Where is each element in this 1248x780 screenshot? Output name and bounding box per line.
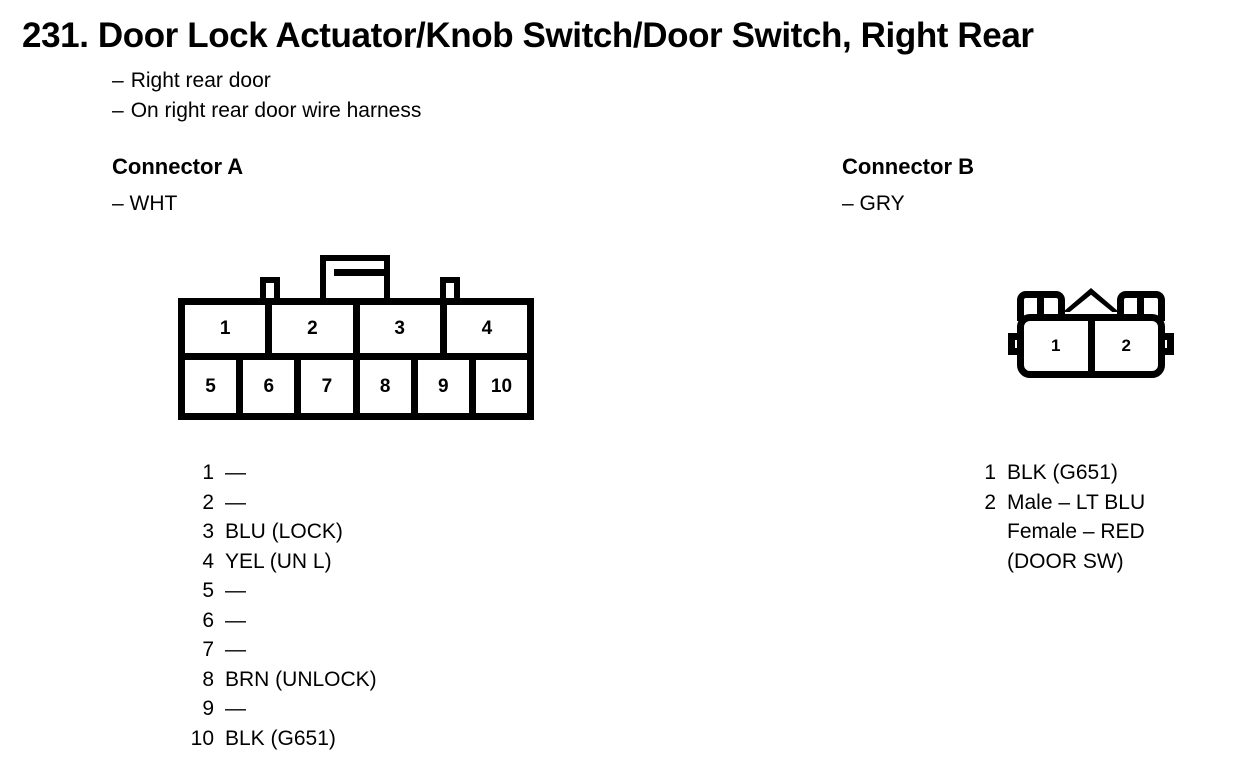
page-note-item: –Right rear door [112,66,421,96]
pin-value: — [225,638,246,661]
connector-a-left-tab-icon [260,277,280,300]
pin-value-continuation: (DOOR SW) [1007,549,1124,573]
pin-value-continuation: Female – RED [1007,520,1145,543]
pin-value: — [225,608,246,632]
connector-a-pin-cell: 6 [243,360,302,413]
pin-number: 2 [202,490,214,514]
connector-b-right-ear-slot [1137,295,1144,321]
connector-a-body: 1 2 3 4 5 6 7 8 9 10 [178,298,534,420]
pin-number: 1 [202,461,214,484]
pin-row: 6 — [180,606,377,636]
page-title: 231. Door Lock Actuator/Knob Switch/Door… [22,16,1034,55]
connector-a-color-note: – WHT [112,192,178,215]
connector-a-heading: Connector A [112,154,244,179]
pin-number: 2 [984,490,996,514]
pin-row: 4 YEL (UN L) [180,547,377,577]
connector-a-pin-cell: 1 [185,305,273,353]
connector-b-left-ear-slot [1037,295,1044,321]
pin-value: Male – LT BLU [1007,490,1146,514]
connector-b-peak-icon [1063,288,1119,312]
connector-a-top-row: 1 2 3 4 [185,305,527,360]
dash-marker: – [112,99,124,122]
pin-number: 8 [202,667,214,691]
pin-number: 5 [202,579,214,602]
pin-row: 9 — [180,694,377,724]
pin-value: — [225,697,246,720]
connector-a-latch-slot [334,269,388,276]
connector-b-color-note: – GRY [842,192,905,215]
pin-row: 8 BRN (UNLOCK) [180,665,377,695]
pin-number: 1 [984,461,996,484]
pin-row: 1 — [180,458,377,488]
pin-row: 2 Male – LT BLU [962,488,1145,518]
pin-value: BLU (LOCK) [225,520,343,543]
pin-value: YEL (UN L) [225,549,332,573]
pin-row: 7 — [180,635,377,665]
dash-marker: – [112,69,124,92]
pin-value: — [225,490,246,514]
pin-number: 4 [202,549,214,573]
pin-number: 6 [202,608,214,632]
connector-a-pin-cell: 5 [185,360,244,413]
connector-b-heading: Connector B [842,154,974,179]
connector-a-pin-cell: 2 [272,305,360,353]
pin-number: 3 [202,520,214,543]
pin-row: 3 BLU (LOCK) [180,517,377,547]
connector-a-latch-icon [320,255,390,300]
page-note-text: On right rear door wire harness [130,99,422,122]
connector-a-pin-cell: 10 [490,375,513,397]
pin-value: — [225,579,246,602]
connector-b-pin-cell: 1 [1024,321,1095,371]
pin-value: BRN (UNLOCK) [225,667,377,691]
connector-a-pin-cell: 9 [418,360,476,413]
connector-b-pin-list: 1 BLK (G651) 2 Male – LT BLU Female – RE… [962,458,1145,576]
pin-number: 9 [202,697,214,720]
connector-b-pin-cell: 2 [1121,336,1131,355]
page-note-item: –On right rear door wire harness [112,96,421,126]
pin-number: 7 [202,638,214,661]
connector-a-right-tab-icon [440,277,460,300]
pin-row: 10 BLK (G651) [180,724,377,754]
pin-row: 1 BLK (G651) [962,458,1145,488]
connector-a-pin-cell: 3 [360,305,447,353]
pin-value: — [225,461,246,484]
pin-row: 2 — [180,488,377,518]
connector-a-bottom-row: 5 6 7 8 9 10 [185,360,527,413]
page-note-text: Right rear door [130,69,271,92]
connector-a-pin-cell: 8 [360,360,418,413]
connector-a-pin-cell: 7 [301,360,360,413]
connector-a-diagram: 1 2 3 4 5 6 7 8 9 10 [178,255,534,420]
connector-a-pin-cell: 4 [481,318,493,339]
pin-value: BLK (G651) [225,726,336,750]
pin-value: BLK (G651) [1007,461,1118,484]
connector-b-body: 1 2 [1017,314,1165,378]
page-notes: –Right rear door –On right rear door wir… [112,66,421,126]
pin-row: 5 — [180,576,377,606]
connector-b-diagram: 1 2 [1008,288,1174,378]
pin-number: 10 [190,726,214,750]
connector-a-pin-list: 1 — 2 — 3 BLU (LOCK) 4 YEL (UN L) 5 — 6 … [180,458,377,753]
